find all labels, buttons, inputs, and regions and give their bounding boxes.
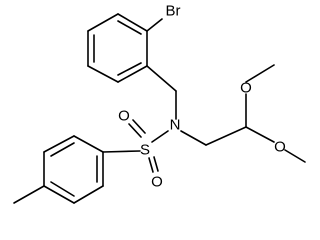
bond <box>73 135 104 153</box>
bond <box>73 185 104 204</box>
double-bond-inner <box>117 62 142 76</box>
bond <box>117 65 148 83</box>
double-bond <box>128 123 142 138</box>
bond <box>13 185 45 204</box>
bond <box>146 18 163 32</box>
atom-label-o: O <box>240 80 252 97</box>
bond <box>180 130 207 146</box>
molecule-structure: Br N S O O O O <box>13 3 306 204</box>
atom-label-n: N <box>170 117 181 134</box>
bond <box>284 149 306 163</box>
atom-s: S <box>140 142 150 159</box>
bond <box>102 150 141 153</box>
atom-br: Br <box>166 3 181 20</box>
bond <box>245 126 275 143</box>
atom-label-o: O <box>151 174 163 191</box>
atom-o-methoxy-1: O <box>240 80 252 97</box>
double-bond-inner <box>50 181 75 197</box>
bond <box>43 135 75 153</box>
bond <box>43 185 75 204</box>
atom-label-o: O <box>274 139 286 156</box>
bond <box>87 13 119 32</box>
bond <box>205 126 247 146</box>
atom-o-sulfonyl-1: O <box>118 108 130 125</box>
atom-label-br: Br <box>166 3 181 20</box>
bond <box>117 13 148 32</box>
double-bond-inner <box>50 142 75 157</box>
atom-o-methoxy-2: O <box>274 139 286 156</box>
atom-label-s: S <box>140 142 150 159</box>
double-bond <box>132 119 146 134</box>
double-bond-inner <box>117 20 142 35</box>
bond <box>146 65 177 92</box>
bond <box>151 130 169 143</box>
tolyl-ring <box>43 135 104 204</box>
atom-label-o: O <box>118 108 130 125</box>
bond <box>245 64 275 83</box>
bond <box>87 65 119 83</box>
atom-n: N <box>170 117 181 134</box>
double-bond <box>153 156 159 172</box>
atom-o-sulfonyl-2: O <box>151 174 163 191</box>
double-bond <box>148 157 154 173</box>
bromophenyl-ring <box>87 13 148 83</box>
